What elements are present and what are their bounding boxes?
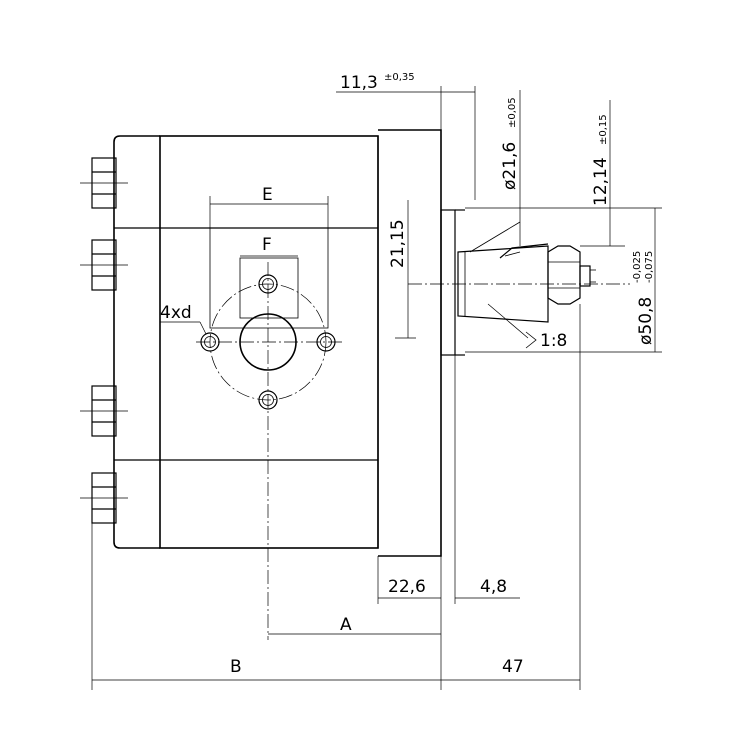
bolt-bottom [80, 472, 128, 524]
taper-symbol [525, 331, 537, 349]
dim-21-15: 21,15 [388, 219, 408, 268]
label-b: B [230, 657, 242, 677]
pump-body [113, 129, 465, 557]
dim-12-14-tol: ±0,15 [598, 114, 609, 145]
label-holes: 4xd [160, 303, 192, 323]
dim-50-8: ø50,8 [636, 297, 656, 345]
dim-47: 47 [502, 657, 524, 677]
label-a: A [340, 615, 352, 635]
dim-12-14: 12,14 [591, 157, 611, 206]
dim-50-8-tol-upper: -0,025 [632, 251, 643, 283]
dim-21-6-tol: ±0,05 [507, 97, 518, 128]
bolt-lower-mid [80, 385, 128, 437]
bolt-top [80, 157, 128, 209]
label-taper: 1:8 [540, 331, 567, 351]
dim-21-6: ø21,6 [500, 142, 520, 190]
dimension-lines [91, 86, 662, 690]
bolts [80, 157, 128, 524]
label-f: F [262, 235, 272, 255]
label-e: E [262, 185, 273, 205]
dim-11-3: 11,3 [340, 73, 378, 93]
bolt-upper-mid [80, 239, 128, 291]
dim-50-8-tol-lower: -0,075 [644, 251, 655, 283]
port [196, 262, 342, 640]
dimension-labels: 11,3 ±0,35 ø21,6 ±0,05 12,14 ±0,15 ø50,8… [160, 72, 656, 677]
dim-4-8: 4,8 [480, 577, 507, 597]
dim-11-3-tol: ±0,35 [384, 72, 415, 83]
shaft [408, 221, 630, 323]
dim-22-6: 22,6 [388, 577, 426, 597]
